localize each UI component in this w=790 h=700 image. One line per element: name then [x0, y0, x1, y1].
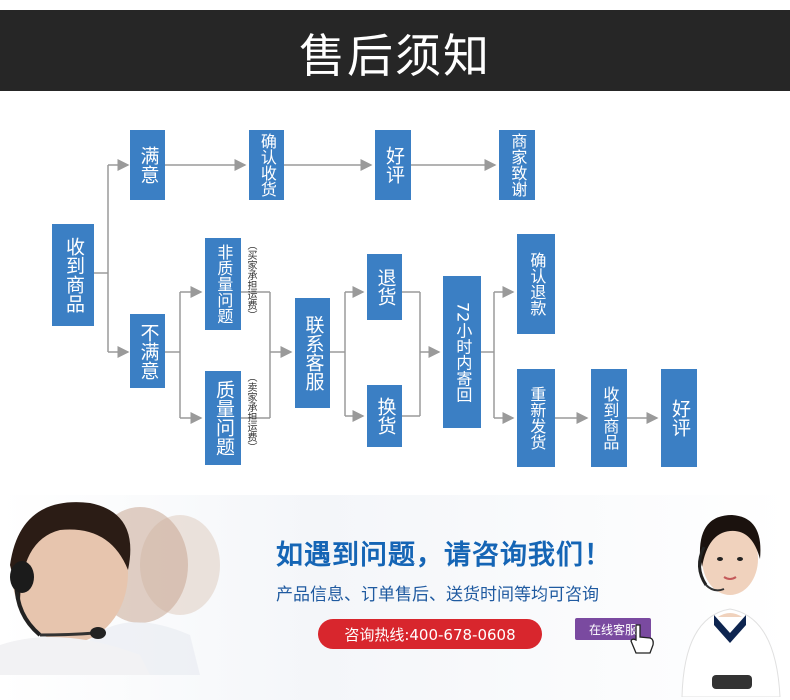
- exchange-box: 换货: [367, 385, 402, 447]
- satisfied-box: 满意: [130, 130, 165, 200]
- online-service-button[interactable]: 在线客服: [575, 618, 651, 640]
- header-bar: 售后须知: [0, 10, 790, 91]
- receive-goods-again-box: 收到商品: [591, 369, 627, 467]
- agents-photo: [0, 502, 220, 675]
- confirm-receipt-box: 确认收货: [249, 130, 284, 200]
- confirm-refund-box: 确认退款: [517, 234, 555, 334]
- banner-title: 如遇到问题，请咨询我们！: [276, 540, 612, 571]
- receive-goods-box: 收到商品: [52, 224, 94, 326]
- unsatisfied-box: 不满意: [130, 314, 165, 388]
- banner-subtitle: 产品信息、订单售后、送货时间等均可咨询: [276, 585, 599, 605]
- resend-box: 重新发货: [517, 369, 555, 467]
- service-agent-photo: [681, 515, 781, 697]
- seller-pays-shipping-note: （卖家承担运费）: [245, 372, 256, 452]
- return-box: 退货: [367, 254, 402, 320]
- page-title: 售后须知: [299, 29, 491, 83]
- contact-banner: 如遇到问题，请咨询我们！ 产品信息、订单售后、送货时间等均可咨询 咨询热线:40…: [0, 495, 790, 700]
- pointer-hand-icon: [630, 624, 654, 654]
- good-review-final-box: 好评: [661, 369, 697, 467]
- flow-connectors: [94, 159, 659, 424]
- merchant-thanks-box: 商家致谢: [499, 130, 535, 200]
- non-quality-issue-box: 非质量问题: [205, 238, 241, 330]
- good-review-box: 好评: [375, 130, 411, 200]
- send-back-72h-box: 72小时内寄回: [443, 276, 481, 428]
- contact-service-box: 联系客服: [295, 298, 330, 408]
- hotline-button[interactable]: 咨询热线:400-678-0608: [318, 619, 542, 649]
- online-service-label: 在线客服: [588, 622, 637, 637]
- quality-issue-box: 质量问题: [205, 371, 241, 465]
- buyer-pays-shipping-note: （买家承担运费）: [245, 240, 256, 320]
